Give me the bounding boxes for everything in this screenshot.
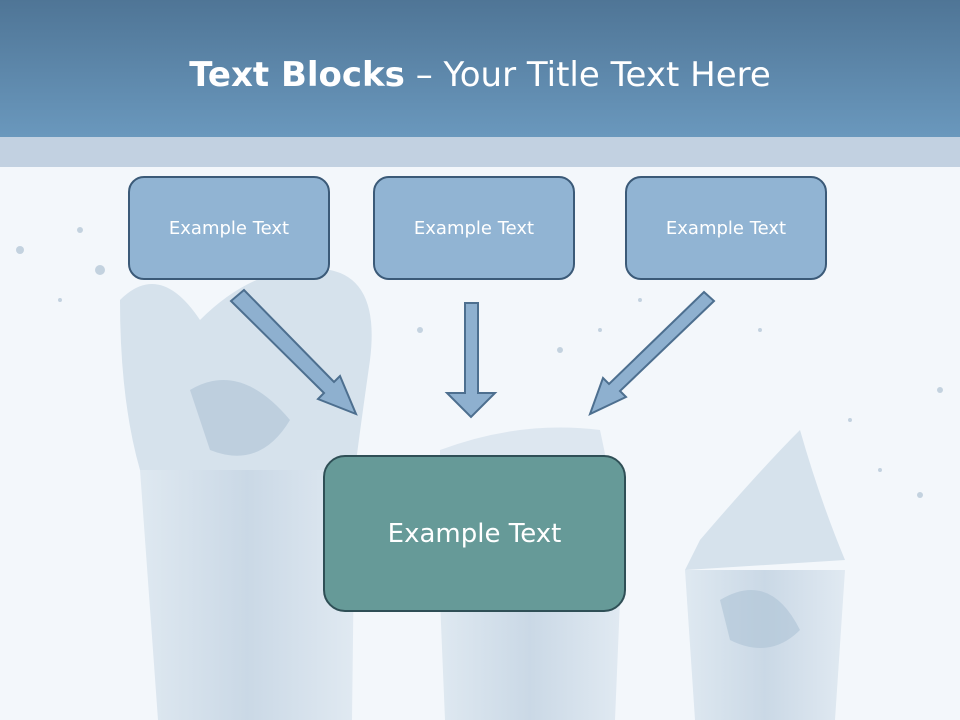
arrow-right-diagonal bbox=[588, 290, 716, 416]
slide-title-rest: – Your Title Text Here bbox=[404, 55, 771, 95]
text-block-target[interactable]: Example Text bbox=[323, 455, 626, 612]
slide-title: Text Blocks – Your Title Text Here bbox=[0, 50, 960, 100]
arrow-center-down bbox=[444, 302, 498, 419]
text-block-center[interactable]: Example Text bbox=[373, 176, 575, 280]
title-underline-strip bbox=[0, 137, 960, 167]
text-block-right[interactable]: Example Text bbox=[625, 176, 827, 280]
slide-title-bold: Text Blocks bbox=[189, 55, 405, 95]
arrow-left-diagonal bbox=[229, 288, 358, 416]
text-block-left[interactable]: Example Text bbox=[128, 176, 330, 280]
title-bar bbox=[0, 0, 960, 137]
